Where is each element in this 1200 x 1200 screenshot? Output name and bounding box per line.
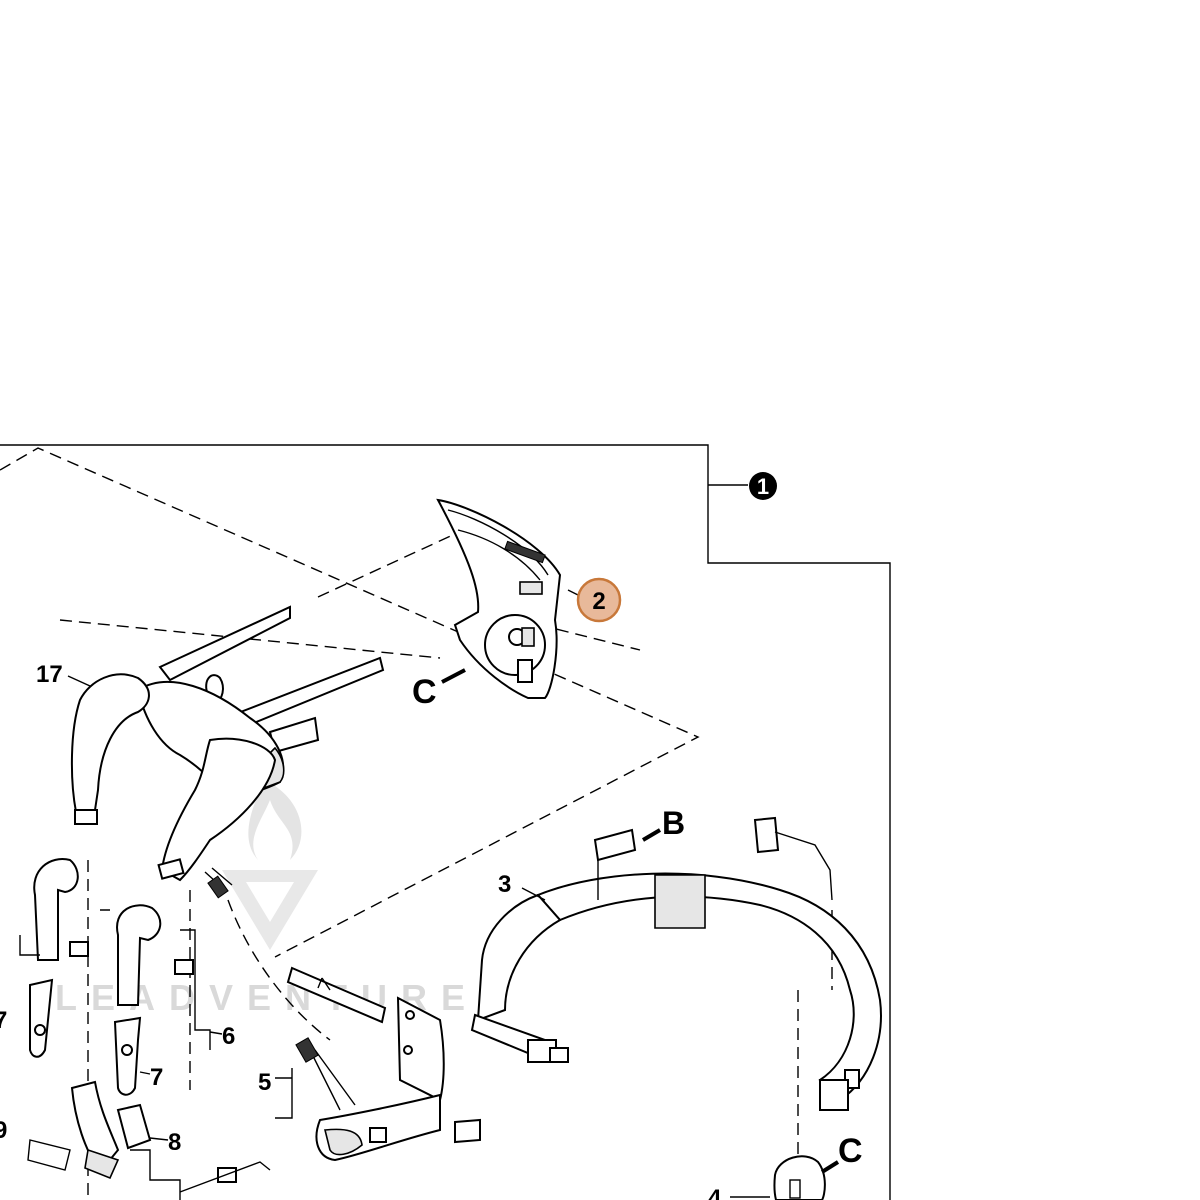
hip-belt-part (470, 816, 882, 1111)
callout-5[interactable]: 5 (258, 1069, 271, 1096)
leader-3 (521, 887, 546, 901)
ref-letter-c-lower: C (838, 1132, 863, 1170)
backplate-part (436, 498, 562, 699)
shoulder-harness-part (70, 605, 385, 899)
leader-6 (209, 1031, 223, 1035)
ref-letter-b: B (662, 805, 685, 841)
dashed-line-b (317, 527, 469, 598)
hook-part-right (113, 1016, 142, 1096)
leader-17 (67, 675, 91, 687)
callout-2[interactable]: 2 (567, 577, 622, 623)
ref-c-lower-tick (820, 1160, 840, 1174)
callout-17[interactable]: 17 (36, 661, 63, 688)
leader-7-right (139, 1071, 151, 1075)
assembly-bracket (0, 444, 891, 1200)
callout-7-right[interactable]: 7 (150, 1064, 163, 1091)
dashed-curve (227, 899, 331, 1041)
hook-part-left (29, 978, 54, 1058)
watermark-logo (222, 780, 318, 950)
callout-6[interactable]: 6 (222, 1023, 235, 1050)
callout-3[interactable]: 3 (498, 871, 511, 898)
svg-text:2: 2 (592, 588, 605, 615)
small-plate-part (773, 1155, 826, 1200)
buckle-part (70, 1080, 271, 1200)
ref-letter-c-upper: C (412, 673, 437, 711)
svg-text:1: 1 (757, 474, 769, 499)
callout-1[interactable]: 1 (749, 472, 777, 500)
callout-4[interactable]: 4 (708, 1185, 722, 1200)
bracket-5 (275, 1068, 293, 1119)
ref-c-upper-tick (441, 668, 466, 684)
strap-part-left (19, 858, 211, 1050)
belt-section-part (286, 966, 481, 1162)
callout-7-left[interactable]: 7 (0, 1007, 7, 1034)
callout-9[interactable]: 9 (0, 1117, 7, 1144)
leader-8 (149, 1137, 169, 1141)
ref-b-tick (641, 828, 662, 842)
dashed-frame (0, 447, 700, 958)
part-9-shape (27, 1139, 71, 1171)
callout-8[interactable]: 8 (168, 1129, 181, 1156)
